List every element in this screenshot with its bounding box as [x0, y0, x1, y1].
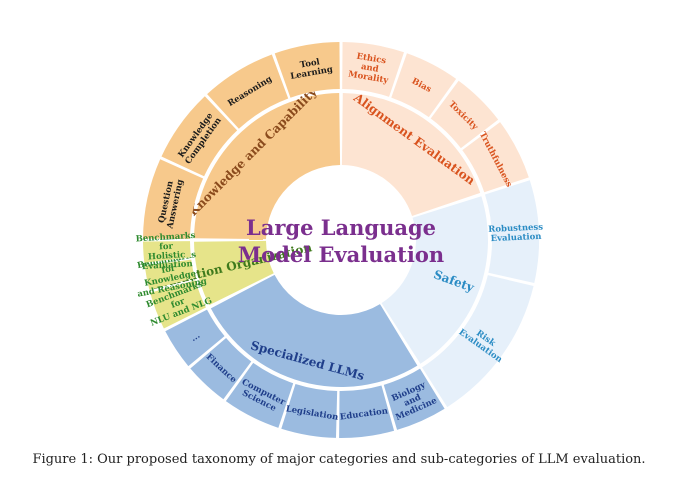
subcategory-robustness-evaluation-wedge — [484, 180, 540, 284]
subcategory-robustness-evaluation: RobustnessEvaluation — [484, 180, 544, 284]
subcategory-knowledge-completion-wedge — [161, 96, 238, 177]
subcategory-toxicity: Toxicity — [430, 80, 499, 149]
subcategory-benchmarks-holistic: BenchmarksforHolisticEvaluation — [135, 231, 197, 273]
category-knowledge-wedge — [194, 93, 341, 240]
subcategory-toxicity-wedge — [430, 80, 499, 149]
category-safety: Safety — [381, 196, 488, 364]
subcategory-benchmarks-knowledge-reasoning-wedge — [144, 259, 195, 290]
subcategory-tool-learning: ToolLearning — [274, 42, 340, 98]
subcategory-finance: Finance — [190, 337, 252, 400]
subcategory-truthfulness: Truthfulness — [462, 122, 529, 193]
category-specialized: Specialized LLMs — [210, 274, 418, 387]
subcategory-education-wedge — [339, 385, 395, 438]
category-evaluation-organization-wedge — [194, 240, 274, 306]
subcategory-more-wedge — [165, 309, 225, 367]
category-safety-wedge — [381, 196, 488, 364]
category-specialized-wedge — [210, 274, 418, 387]
subcategory-ethics-and-morality-wedge — [342, 42, 404, 97]
subcategory-reasoning-wedge — [207, 54, 289, 129]
subcategory-legislation: Legislation — [281, 383, 339, 438]
subcategory-knowledge-completion: KnowledgeCompletion — [161, 96, 238, 177]
figure-caption: Figure 1: Our proposed taxonomy of major… — [32, 452, 646, 467]
subcategory-bias-wedge — [391, 53, 457, 118]
subcategory-biology-and-medicine-wedge — [383, 368, 445, 430]
subcategory-robustness-evaluation-label: RobustnessEvaluation — [488, 222, 544, 244]
subcategory-benchmarks-knowledge-reasoning: BenchmarksforKnowledgeand Reasoning — [136, 250, 207, 300]
subcategory-truthfulness-wedge — [462, 122, 529, 193]
center-title: Large Language Model Evaluation — [238, 215, 444, 267]
subcategory-question-answering-wedge — [143, 159, 204, 239]
category-alignment-wedge — [341, 93, 481, 216]
center-title-line1: Large Language — [246, 215, 436, 240]
subcategory-more: ... — [165, 309, 225, 367]
subcategory-risk-evaluation: RiskEvaluation — [422, 275, 534, 408]
subcategory-reasoning: Reasoning — [207, 54, 289, 129]
subcategory-ring: QuestionAnsweringKnowledgeCompletionReas… — [135, 42, 544, 438]
subcategory-benchmarks-holistic-wedge — [143, 241, 191, 263]
subcategory-ethics-and-morality: EthicsandMorality — [342, 42, 404, 97]
subcategory-legislation-wedge — [281, 383, 338, 438]
subcategory-computer-science-wedge — [225, 362, 294, 428]
subcategory-tool-learning-wedge — [274, 42, 340, 98]
subcategory-bias: Bias — [391, 53, 457, 118]
subcategory-question-answering: QuestionAnswering — [143, 159, 204, 239]
subcategory-risk-evaluation-wedge — [422, 275, 534, 408]
subcategory-education: Education — [339, 385, 395, 438]
subcategory-computer-science: ComputerScience — [225, 362, 294, 428]
subcategory-finance-wedge — [190, 337, 252, 400]
center-title-line2: Model Evaluation — [238, 242, 444, 267]
subcategory-benchmarks-holistic-label: BenchmarksforHolisticEvaluation — [135, 231, 197, 273]
subcategory-benchmarks-nlu-nlg-wedge — [150, 280, 206, 329]
